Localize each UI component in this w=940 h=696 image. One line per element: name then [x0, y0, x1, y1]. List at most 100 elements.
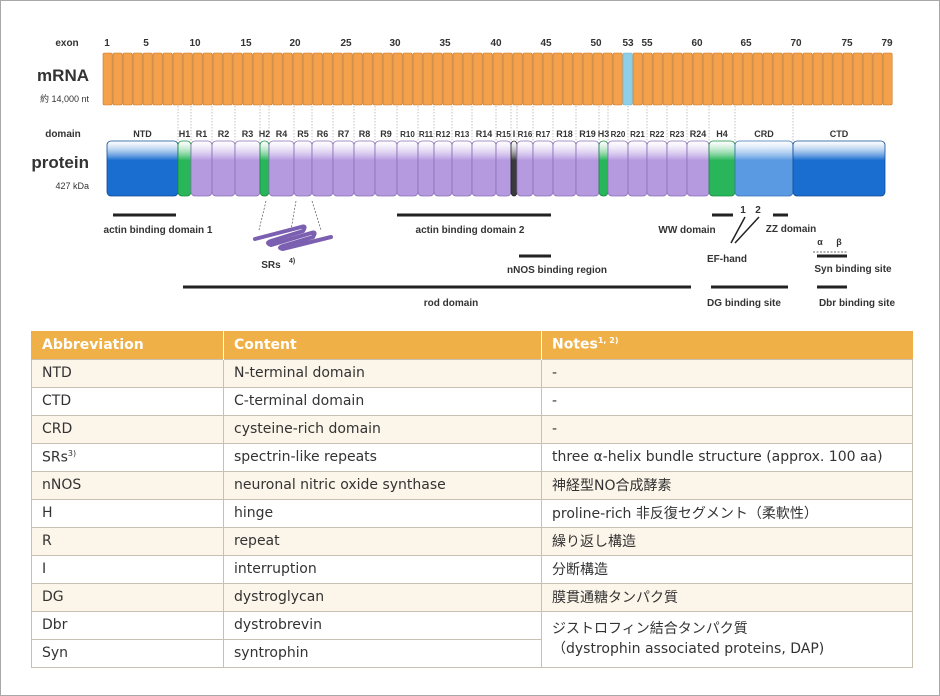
exon-block [682, 52, 693, 106]
exon-block [292, 52, 303, 106]
exon-block [442, 52, 453, 106]
cell-abbr: DG [31, 582, 224, 612]
exon-block [512, 52, 523, 106]
ww-domain-label: WW domain [658, 225, 715, 236]
domain-block-r17 [532, 140, 554, 197]
exon-block [732, 52, 743, 106]
exon-number-1: 1 [104, 38, 110, 49]
exon-block [302, 52, 313, 106]
syn-alpha-label: α [817, 237, 823, 247]
domain-block-ctd [792, 140, 886, 197]
exon-block [532, 52, 543, 106]
table-row: I interruption 分断構造 [31, 554, 913, 584]
domain-label-r10: R10 [400, 130, 415, 139]
domain-label-r11: R11 [419, 130, 434, 139]
exon-block [852, 52, 863, 106]
domain-block-r23 [666, 140, 688, 197]
dbr-binding-site-label: Dbr binding site [819, 298, 896, 309]
syn-binding-site-label: Syn binding site [814, 264, 892, 275]
exon-block [102, 52, 113, 106]
cell-notes: - [541, 358, 913, 388]
exon-number-15: 15 [240, 38, 252, 49]
domain-label-r18: R18 [556, 129, 573, 139]
table-row: SRs3) spectrin-like repeats three α-heli… [31, 442, 913, 472]
exon-block [612, 52, 623, 106]
cell-content: neuronal nitric oxide synthase [223, 470, 542, 500]
exon-block [382, 52, 393, 106]
srs-pointer-line [290, 200, 297, 231]
exon-number-50: 50 [590, 38, 602, 49]
exon-block [222, 52, 233, 106]
exon-block [192, 52, 203, 106]
domain-label-r22: R22 [650, 130, 665, 139]
mrna-label: mRNA [37, 66, 89, 85]
domain-block-r14 [471, 140, 497, 197]
domain-block-crd [734, 140, 794, 197]
exon-block [252, 52, 263, 106]
exon-block [592, 52, 603, 106]
exon-number-55: 55 [641, 38, 653, 49]
cell-notes: proline-rich 非反復セグメント（柔軟性） [541, 498, 913, 528]
cell-notes: 分断構造 [541, 554, 913, 584]
cell-notes: 膜貫通糖タンパク質 [541, 582, 913, 612]
domain-block-r22 [646, 140, 668, 197]
exon-block [352, 52, 363, 106]
exon-number-25: 25 [340, 38, 352, 49]
domain-block-r4 [268, 140, 295, 197]
cell-notes: 神経型NO合成酵素 [541, 470, 913, 500]
exon-block [802, 52, 813, 106]
exon-block [322, 52, 333, 106]
exon-block [202, 52, 213, 106]
exon-block [872, 52, 883, 106]
domain-label-r6: R6 [317, 129, 329, 139]
domain-label-r17: R17 [536, 130, 551, 139]
cell-abbr: SRs3) [31, 442, 224, 472]
exon-number-60: 60 [691, 38, 703, 49]
exon-number-53: 53 [622, 38, 634, 49]
domain-block-r3 [234, 140, 261, 197]
exon-block [432, 52, 443, 106]
cell-notes: - [541, 414, 913, 444]
protein-label: protein [31, 153, 89, 172]
domain-label-h3: H3 [598, 129, 610, 139]
exon-block [482, 52, 493, 106]
domain-label-r5: R5 [297, 129, 309, 139]
exon-block [152, 52, 163, 106]
cell-abbr: Dbr [31, 610, 224, 640]
cell-abbr: H [31, 498, 224, 528]
cell-abbr: NTD [31, 358, 224, 388]
domain-label-r3: R3 [242, 129, 254, 139]
domain-block-h4 [708, 140, 736, 197]
syn-beta-label: β [836, 237, 842, 247]
cell-abbr: R [31, 526, 224, 556]
domain-label-ntd: NTD [133, 129, 152, 139]
domain-block-r20 [607, 140, 629, 197]
exon-block [362, 52, 373, 106]
exon-number-35: 35 [439, 38, 451, 49]
header-notes: Notes1, 2) [541, 331, 913, 359]
mrna-size-label: 約 14,000 nt [40, 93, 90, 104]
exon-block [662, 52, 673, 106]
domain-block-h1 [177, 140, 192, 197]
domain-block-r19 [575, 140, 600, 197]
exon-block [182, 52, 193, 106]
exon-block [422, 52, 433, 106]
exon-block [642, 52, 653, 106]
protein-size-label: 427 kDa [55, 181, 89, 191]
cell-notes-merged: ジストロフィン結合タンパク質（dystrophin associated pro… [541, 610, 913, 668]
exon-number-45: 45 [540, 38, 552, 49]
exon-block [582, 52, 593, 106]
cell-abbr: CRD [31, 414, 224, 444]
domain-block-r16 [516, 140, 534, 197]
domain-block-r5 [293, 140, 313, 197]
cell-abbr: I [31, 554, 224, 584]
exon-block [602, 52, 613, 106]
exon-block [502, 52, 513, 106]
cell-content: hinge [223, 498, 542, 528]
domain-label-r9: R9 [380, 129, 392, 139]
exon-block [832, 52, 843, 106]
exon-block [752, 52, 763, 106]
cell-content: spectrin-like repeats [223, 442, 542, 472]
